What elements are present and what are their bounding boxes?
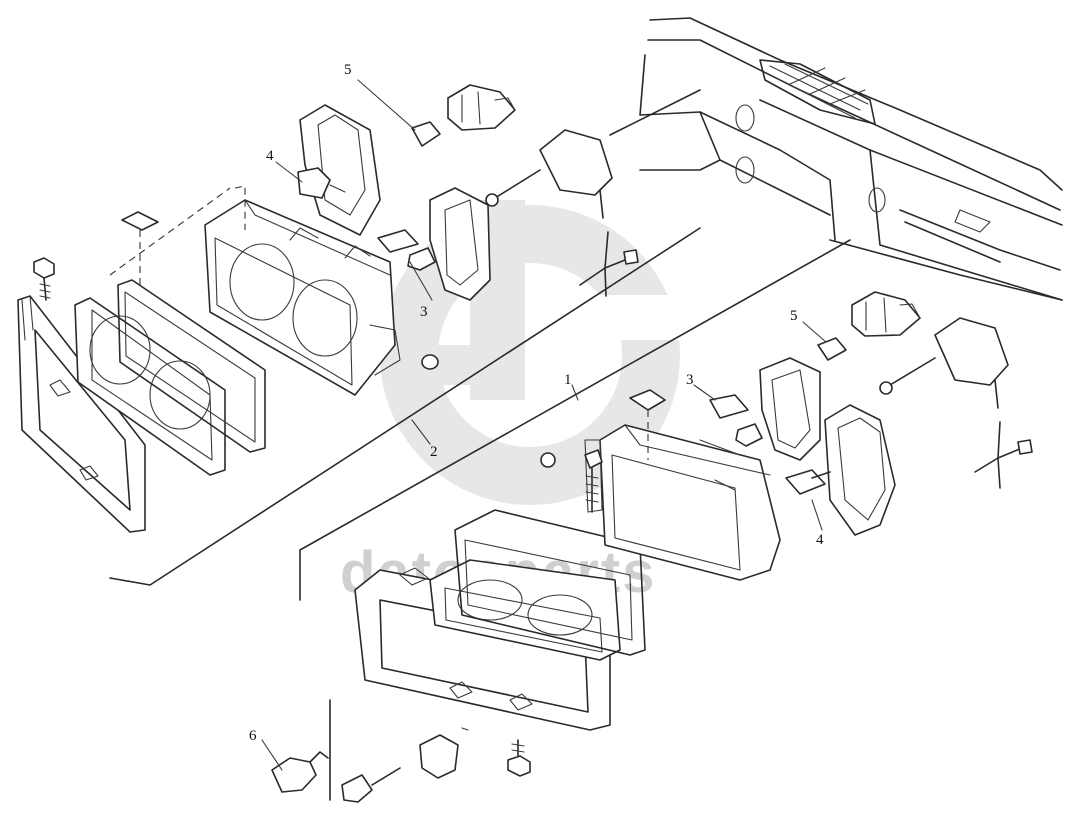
left-wire-harness bbox=[579, 231, 639, 297]
left-small-bulb bbox=[411, 121, 441, 147]
group-divider-lines bbox=[109, 89, 851, 801]
right-socket-cap bbox=[824, 404, 896, 536]
right-wire-harness bbox=[974, 421, 1033, 489]
right-lamp-bracket bbox=[629, 389, 666, 460]
right-mounting-screw bbox=[507, 739, 531, 777]
callout-3-left: 3 bbox=[420, 304, 428, 320]
left-lamp-bracket bbox=[109, 185, 246, 285]
callout-2: 2 bbox=[430, 444, 438, 460]
right-small-bulb bbox=[817, 337, 847, 361]
right-leveling-motor bbox=[879, 317, 1009, 409]
left-harness-clip bbox=[429, 187, 491, 301]
callout-leaders bbox=[261, 79, 827, 771]
callout-5-left: 5 bbox=[344, 62, 352, 78]
callout-6: 6 bbox=[249, 728, 257, 744]
left-headlamp-housing bbox=[204, 199, 401, 396]
right-headlamp-housing bbox=[584, 424, 781, 581]
callout-3-right: 3 bbox=[686, 372, 694, 388]
left-headlamp-gasket bbox=[117, 279, 266, 453]
callouts: 5 4 3 2 1 3 5 4 6 bbox=[249, 62, 824, 744]
callout-4-right: 4 bbox=[816, 532, 824, 548]
left-bulb-holder bbox=[297, 167, 346, 199]
right-headlamp-gasket bbox=[454, 509, 646, 656]
left-headlamp-bezel bbox=[17, 295, 146, 533]
left-mounting-screw bbox=[33, 257, 55, 301]
right-bulb-3 bbox=[709, 394, 763, 447]
left-leveling-motor bbox=[485, 129, 613, 219]
right-headlamp-lens bbox=[429, 559, 621, 661]
left-cap-nut bbox=[421, 354, 439, 370]
left-connector bbox=[447, 84, 516, 131]
right-adjuster-screw bbox=[540, 449, 603, 513]
left-headlamp-lens bbox=[74, 297, 226, 476]
turn-signal-socket-6 bbox=[271, 727, 469, 803]
right-bulb-4 bbox=[785, 469, 831, 495]
right-connector bbox=[851, 291, 921, 337]
callout-1: 1 bbox=[564, 372, 572, 388]
vehicle-front-panel bbox=[639, 17, 1063, 301]
callout-5-right: 5 bbox=[790, 308, 798, 324]
right-harness-clip bbox=[759, 357, 821, 461]
callout-4-left: 4 bbox=[266, 148, 274, 164]
left-bulb-3 bbox=[377, 229, 436, 271]
